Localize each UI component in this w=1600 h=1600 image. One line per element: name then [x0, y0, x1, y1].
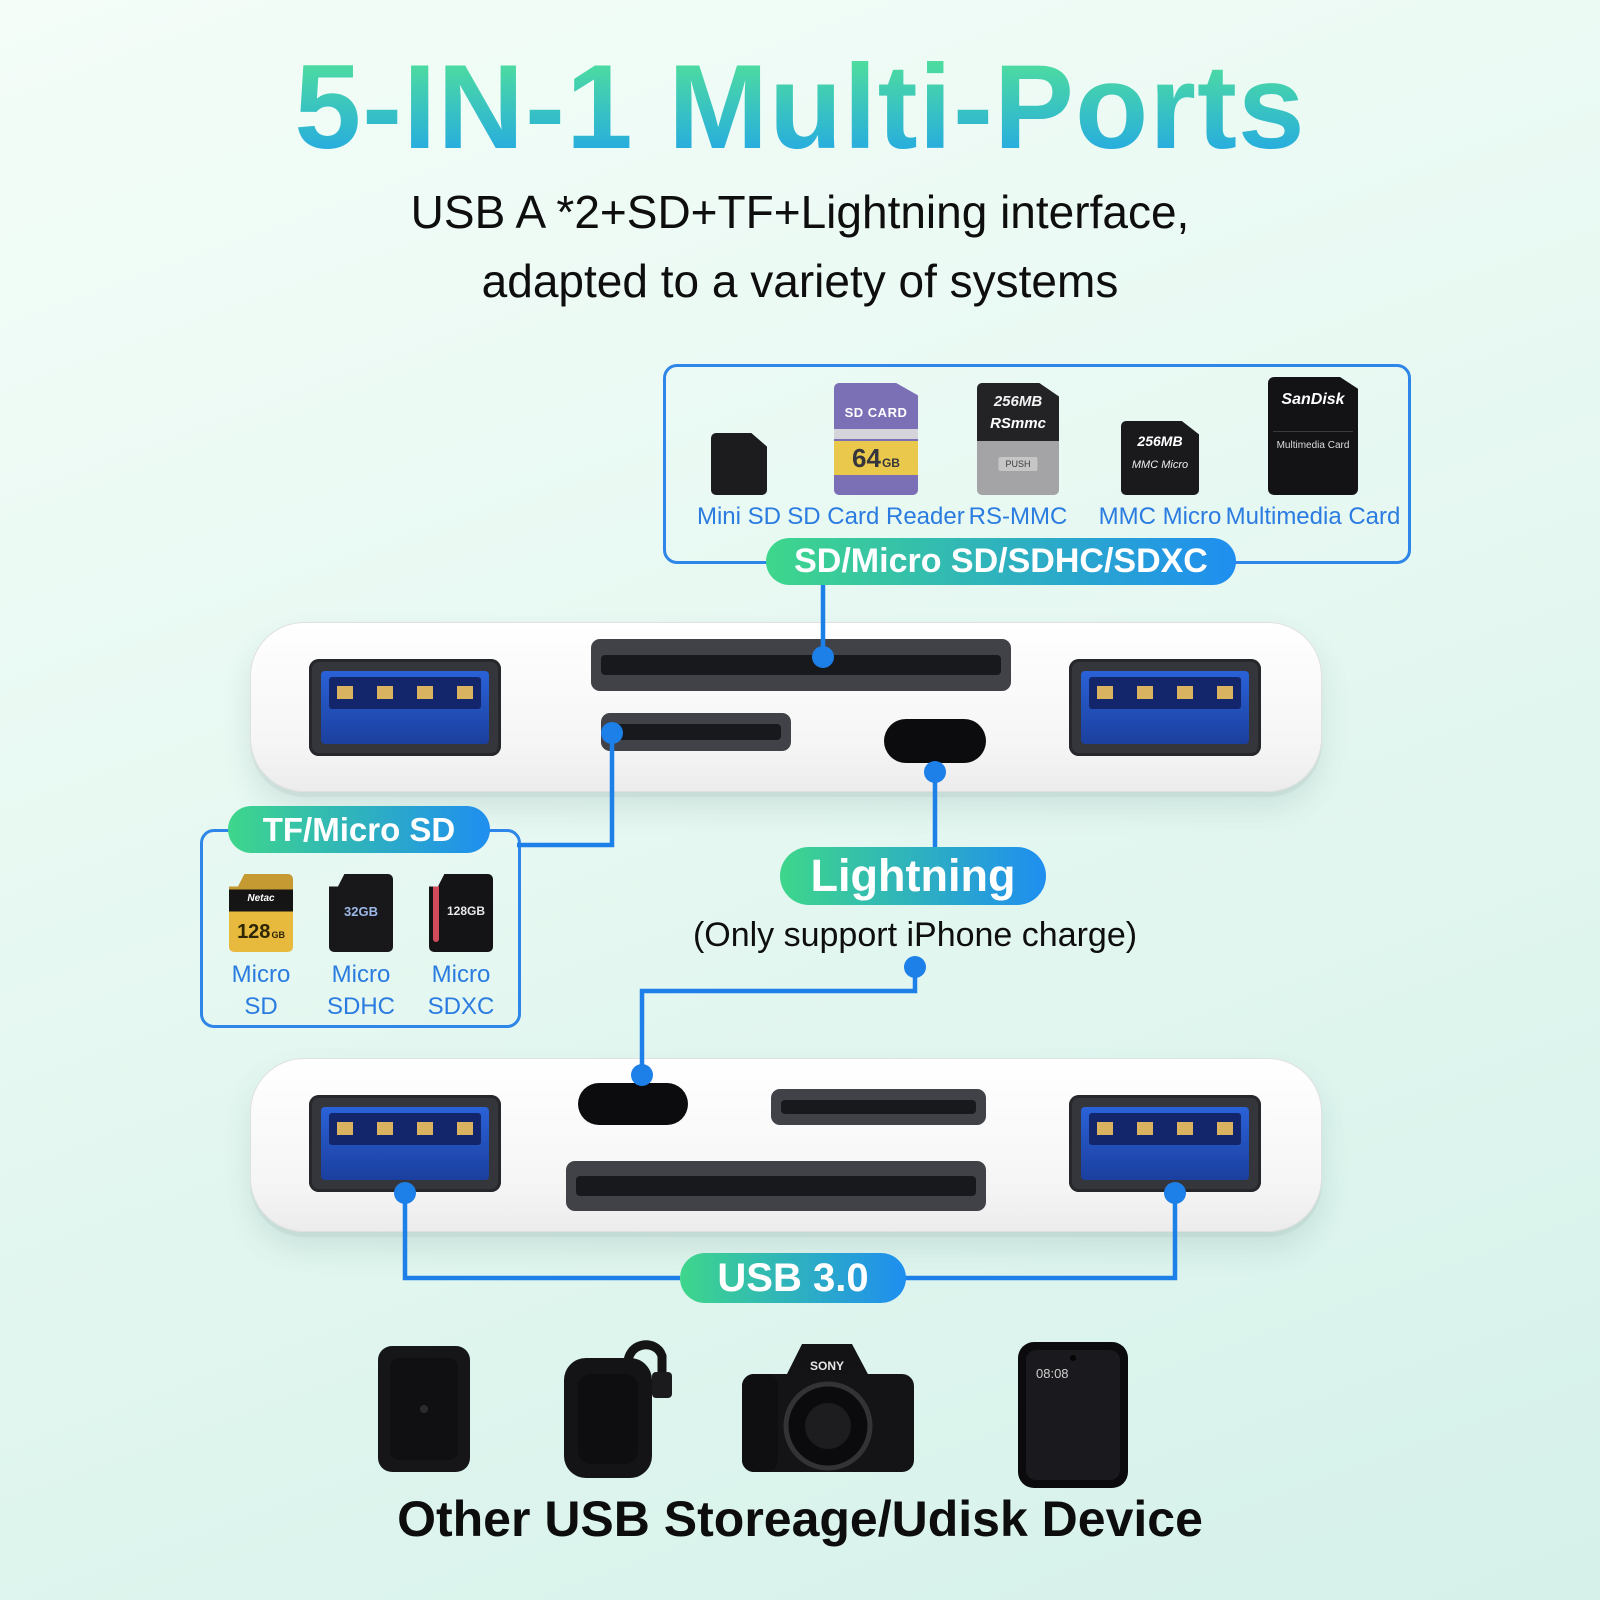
- mmc-micro-card-icon: 256MB MMC Micro: [1121, 421, 1199, 495]
- sd-banner: SD/Micro SD/SDHC/SDXC: [766, 538, 1236, 585]
- rs-mmc-name: RSmmc: [990, 415, 1046, 432]
- connector-dot: [904, 956, 926, 978]
- micro-sdxc-card-icon: 128GB: [429, 874, 493, 952]
- camera-icon: SONY: [742, 1344, 914, 1472]
- micro-sd-card-icon: Netac 128 GB: [229, 874, 293, 952]
- usb-pins: [1097, 686, 1233, 699]
- card-label-line-1: Micro: [431, 961, 491, 988]
- tf-banner: TF/Micro SD: [228, 806, 490, 853]
- usb-pins: [1097, 1122, 1233, 1135]
- micro-sdhc-capacity: 32GB: [344, 904, 378, 919]
- card-label: MMC Micro: [1098, 503, 1222, 530]
- footer-caption: Other USB Storeage/Udisk Device: [397, 1491, 1203, 1547]
- card-label: Multimedia Card: [1225, 503, 1401, 530]
- devices-illustration: SONY 08:08: [378, 1340, 1128, 1488]
- card-label: SD Card Reader: [787, 503, 965, 530]
- usb-a-port-inner: [321, 1107, 489, 1180]
- usb-a-port: [309, 659, 501, 756]
- mini-sd-card-icon: [711, 433, 767, 495]
- rs-mmc-card-icon: 256MB RSmmc PUSH: [977, 383, 1059, 495]
- lightning-port: [578, 1083, 688, 1125]
- sd-card-title: SD CARD: [844, 405, 908, 420]
- micro-sd-capacity-unit: GB: [271, 930, 285, 940]
- tf-cards-callout-box: Netac 128 GB Micro SD 32GB Micro SDHC: [200, 829, 521, 1028]
- subtitle-line-2: adapted to a variety of systems: [481, 255, 1119, 307]
- usb-banner: USB 3.0: [680, 1253, 906, 1303]
- usb-a-port-inner: [1081, 671, 1249, 744]
- card-label-line-2: SDXC: [427, 993, 495, 1021]
- micro-sd-capacity-row: 128 GB: [229, 921, 293, 944]
- usb-a-port-inner: [1081, 1107, 1249, 1180]
- usb-a-port: [1069, 659, 1261, 756]
- page-title: 5-IN-1 Multi-Ports: [0, 38, 1600, 176]
- lightning-note: (Only support iPhone charge): [692, 916, 1138, 954]
- sd-card-capacity-unit: GB: [881, 456, 900, 470]
- phone-clock-label: 08:08: [1036, 1366, 1069, 1381]
- phone-icon: 08:08: [1018, 1342, 1128, 1488]
- usb-a-port: [1069, 1095, 1261, 1192]
- sd-card-slot: [566, 1161, 986, 1211]
- card-micro-sdhc: 32GB Micro SDHC: [315, 874, 407, 1024]
- mmc-micro-size: 256MB: [1137, 433, 1183, 449]
- usb-pins: [337, 686, 473, 699]
- multimedia-card-brand: SanDisk: [1281, 391, 1345, 408]
- card-multimedia: SanDisk Multimedia Card Multimedia Card: [1226, 377, 1400, 531]
- subtitle: USB A *2+SD+TF+Lightning interface, adap…: [0, 178, 1600, 316]
- sd-card-icon: SD CARD 64 GB: [834, 383, 918, 495]
- hard-drive-icon: [378, 1346, 470, 1472]
- sd-card-capacity: 64: [852, 442, 881, 473]
- card-micro-sdxc: 128GB Micro SDXC: [415, 874, 507, 1024]
- card-label-line-1: Micro SD: [231, 961, 291, 1021]
- card-micro-sd: Netac 128 GB Micro SD: [215, 874, 307, 1024]
- card-label: Micro SDXC: [428, 959, 495, 1024]
- card-label-line-2: SDHC: [326, 993, 395, 1021]
- usb-a-port: [309, 1095, 501, 1192]
- adapter-bottom: [250, 1058, 1322, 1232]
- card-label-line-1: Micro: [331, 961, 391, 988]
- subtitle-line-1: USB A *2+SD+TF+Lightning interface,: [410, 186, 1190, 238]
- tf-card-slot: [601, 713, 791, 751]
- micro-sdhc-card-icon: 32GB: [329, 874, 393, 952]
- page-title-text: 5-IN-1 Multi-Ports: [294, 40, 1306, 174]
- rs-mmc-size: 256MB: [993, 393, 1043, 410]
- sd-card-slot: [591, 639, 1011, 691]
- card-rs-mmc: 256MB RSmmc PUSH RS-MMC: [958, 383, 1078, 531]
- card-label: RS-MMC: [968, 503, 1068, 530]
- card-label: Micro SDHC: [327, 959, 395, 1024]
- usb-tongue: [329, 1113, 481, 1145]
- usb-a-port-inner: [321, 671, 489, 744]
- usb-pins: [337, 1122, 473, 1135]
- micro-sdxc-capacity: 128GB: [446, 904, 486, 918]
- sd-cards-callout-box: Mini SD SD CARD 64 GB SD Card Reader 256…: [663, 364, 1411, 564]
- usb-tongue: [329, 677, 481, 709]
- micro-sd-brand: Netac: [247, 893, 275, 904]
- rs-mmc-push-label: PUSH: [998, 457, 1038, 471]
- mmc-micro-name: MMC Micro: [1131, 459, 1189, 471]
- sd-card-capacity-band: 64 GB: [834, 441, 918, 475]
- micro-sd-capacity: 128: [237, 921, 271, 943]
- card-mini-sd: Mini SD: [684, 383, 794, 531]
- card-sd-card-reader: SD CARD 64 GB SD Card Reader: [787, 383, 965, 531]
- card-label: Micro SD: [215, 959, 307, 1024]
- multimedia-card-name: Multimedia Card: [1273, 431, 1353, 451]
- usb-tongue: [1089, 1113, 1241, 1145]
- adapter-top: [250, 622, 1322, 792]
- card-mmc-micro: 256MB MMC Micro MMC Micro: [1098, 383, 1222, 531]
- usb-tongue: [1089, 677, 1241, 709]
- card-label: Mini SD: [696, 503, 781, 530]
- tf-card-slot: [771, 1089, 986, 1125]
- multimedia-card-icon: SanDisk Multimedia Card: [1268, 377, 1358, 495]
- lightning-banner: Lightning: [780, 847, 1046, 905]
- lightning-port: [884, 719, 986, 763]
- camera-brand-label: SONY: [810, 1359, 844, 1373]
- udisk-icon: [564, 1340, 672, 1478]
